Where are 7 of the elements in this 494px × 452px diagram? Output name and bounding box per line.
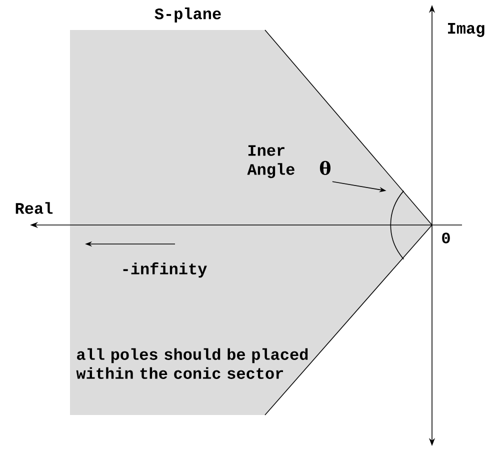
angle-label: Iner Angle θ bbox=[247, 145, 330, 178]
plane-title: S-plane bbox=[154, 8, 221, 22]
angle-arc bbox=[390, 190, 404, 260]
axis-label: Real bbox=[16, 202, 53, 214]
axis-label: -infinity bbox=[123, 262, 207, 278]
axis-label: Imag bbox=[448, 23, 484, 37]
origin-label: 0 bbox=[442, 232, 450, 244]
